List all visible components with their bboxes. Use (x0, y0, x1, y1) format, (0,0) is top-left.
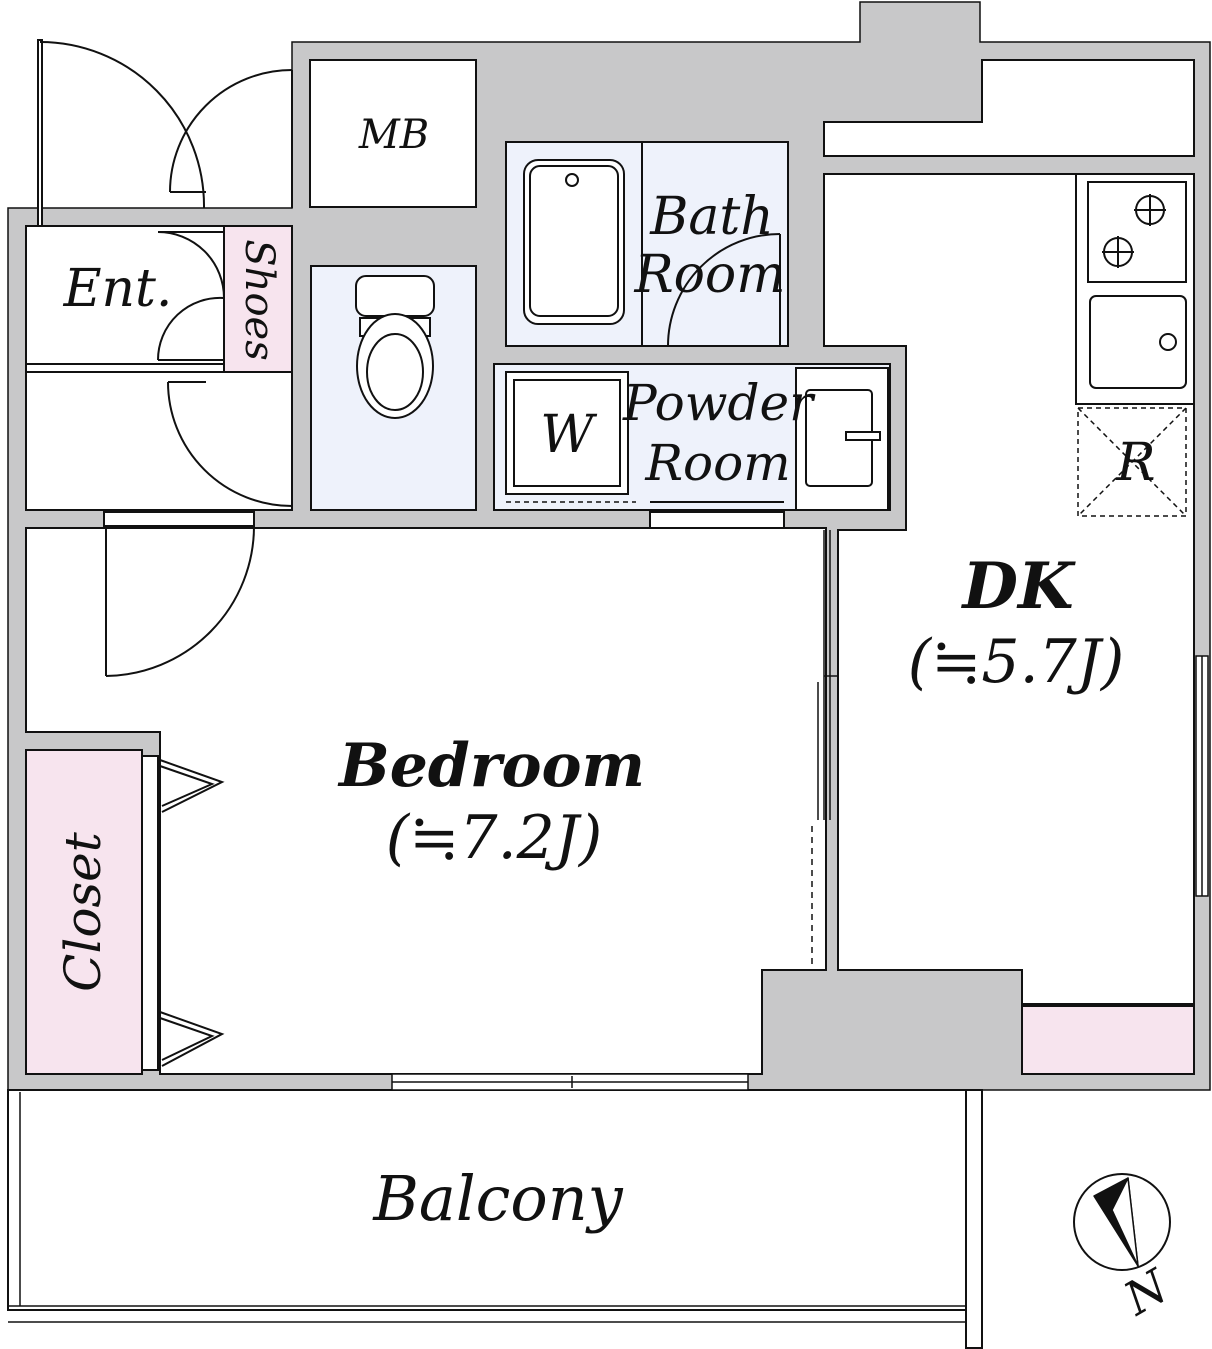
shoes-label: Shoes (236, 239, 282, 360)
compass (1073, 1173, 1171, 1271)
balcony-label: Balcony (372, 1162, 623, 1235)
shoe-cabinet-doors (156, 231, 225, 361)
powder-label-line1: Powder (622, 374, 816, 432)
closet-label: Closet (54, 831, 112, 992)
bedroom-size-label: (≒7.2J) (386, 803, 603, 873)
powder-label-line2: Room (644, 434, 790, 492)
bedroom-name-label: Bedroom (337, 731, 645, 801)
bath-label-line2: Room (633, 245, 785, 305)
bath-label-line1: Bath (649, 187, 774, 247)
mb-label: MB (358, 112, 429, 158)
dk-window (1195, 655, 1209, 897)
bedroom-window (391, 1073, 749, 1091)
entrance-doors (37, 39, 293, 227)
toilet-door (167, 378, 293, 507)
refrigerator-label: R (1115, 433, 1155, 493)
vanity-sink (649, 367, 889, 529)
closet-doors (141, 755, 225, 1071)
bath-door (667, 233, 781, 347)
sliding-partition (811, 530, 838, 968)
room-interiors (25, 59, 1195, 1075)
washer-label: W (540, 405, 597, 465)
washer-space (505, 371, 636, 503)
kitchen-counter (1075, 173, 1195, 405)
bathtub (523, 142, 643, 346)
balcony-area (7, 1089, 983, 1349)
dk-name-label: DK (960, 549, 1076, 624)
bedroom-door (103, 511, 255, 677)
toilet-fixture (355, 275, 435, 419)
dk-size-label: (≒5.7J) (908, 627, 1125, 697)
refrigerator-space (1077, 407, 1187, 517)
entrance-label: Ent. (63, 259, 173, 319)
